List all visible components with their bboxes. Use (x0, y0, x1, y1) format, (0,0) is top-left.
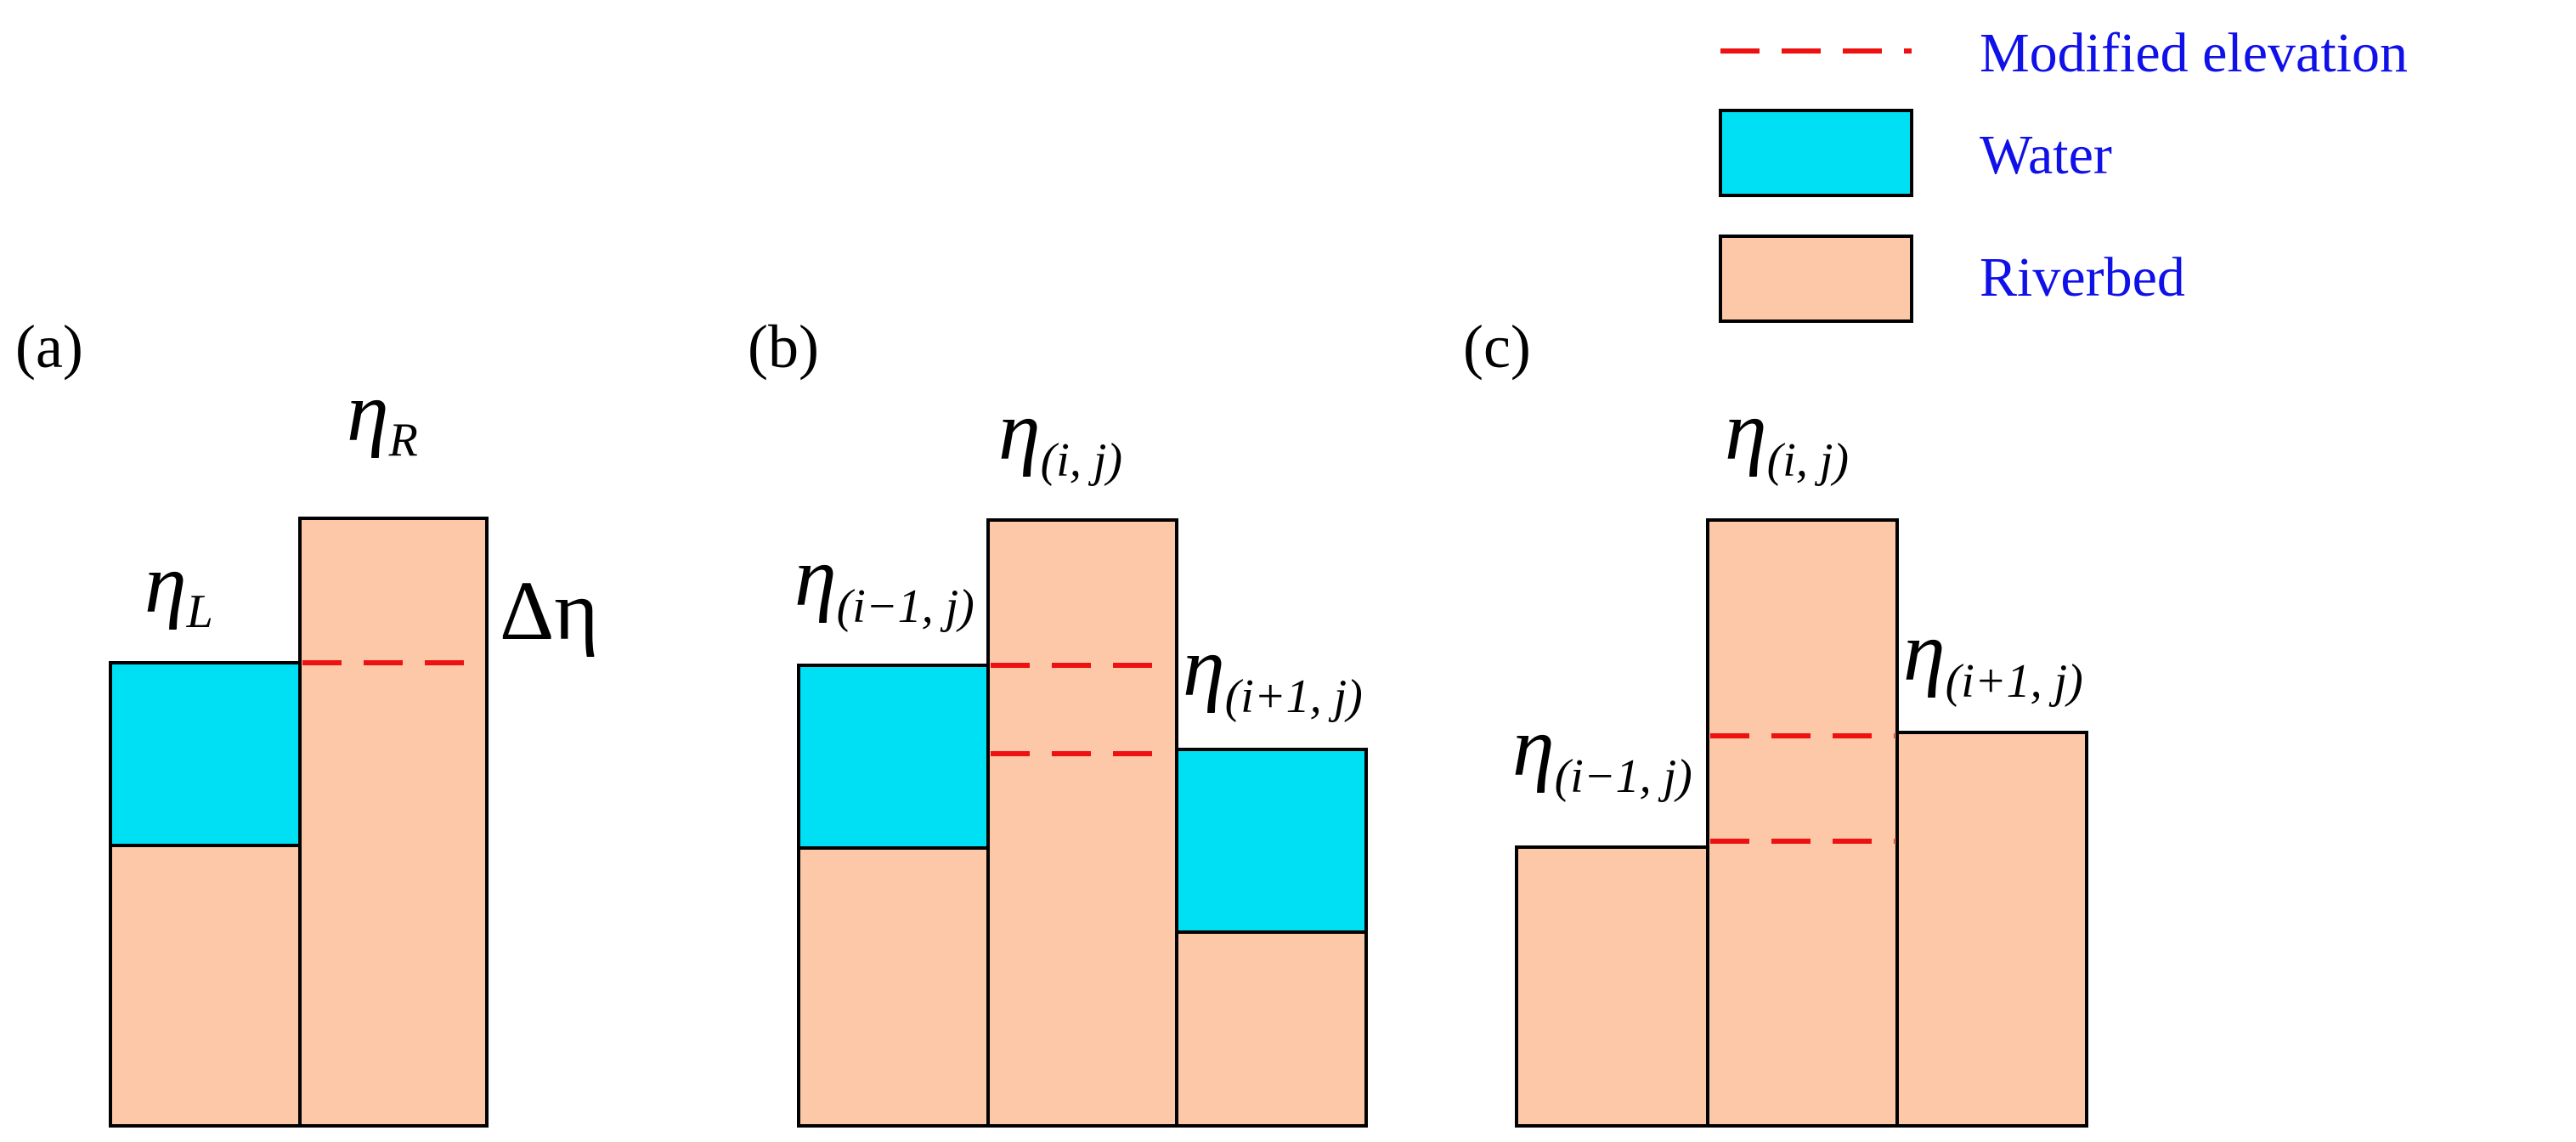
panel-a-eta-right: ηR (347, 365, 418, 466)
panel-b: (b) η(i, j) η(i−1, j) η(i+1, j) (748, 313, 1368, 1128)
panel-b-eta-right: η(i+1, j) (1183, 619, 1363, 723)
panel-a-left-riverbed (109, 844, 302, 1128)
panel-a-label: (a) (15, 313, 83, 381)
panel-c-eta-center: η(i, j) (1725, 383, 1849, 487)
legend-riverbed-label: Riverbed (1980, 246, 2185, 308)
panel-b-eta-center: η(i, j) (998, 383, 1122, 487)
panel-c-eta-left: η(i−1, j) (1512, 699, 1692, 803)
panel-a-left-water (109, 661, 302, 847)
panel-b-left-riverbed (797, 846, 990, 1128)
panel-c-right-riverbed (1895, 731, 2088, 1128)
panel-b-left-water (797, 664, 990, 850)
panel-a-right-riverbed (298, 517, 489, 1128)
panel-b-center-riverbed (986, 518, 1178, 1128)
panel-a-eta-left: ηL (144, 536, 213, 638)
panel-b-eta-left: η(i−1, j) (794, 529, 974, 633)
panel-c-left-riverbed (1515, 845, 1709, 1128)
panel-c-label: (c) (1463, 313, 1531, 381)
legend-water-swatch (1719, 109, 1913, 197)
panel-c-eta-right: η(i+1, j) (1903, 604, 2083, 708)
panel-c-center-riverbed (1706, 518, 1899, 1128)
legend-modified-elevation-label: Modified elevation (1980, 22, 2408, 84)
legend: Modified elevation Water Riverbed (1719, 22, 2408, 323)
panel-b-label: (b) (748, 313, 819, 381)
panel-b-right-riverbed (1175, 930, 1368, 1128)
panel-b-right-water (1175, 748, 1368, 934)
legend-riverbed-swatch (1719, 235, 1913, 323)
legend-water-label: Water (1980, 124, 2112, 186)
panel-a: (a) ηL ηR Δη (15, 313, 599, 1128)
panel-c: (c) η(i, j) η(i−1, j) η(i+1, j) (1463, 313, 2088, 1128)
panel-a-delta-eta: Δη (500, 563, 599, 658)
